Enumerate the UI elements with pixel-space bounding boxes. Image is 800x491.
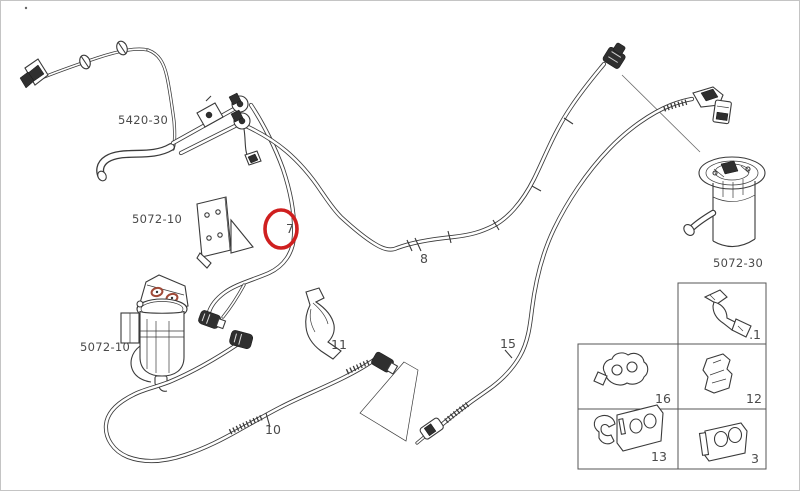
legend-label-clip-12[interactable]: 12: [746, 391, 762, 406]
frame-section-outline: [359, 361, 419, 442]
bracket-11-drawing: [305, 287, 342, 360]
part-label-fuel-filter[interactable]: 5072-10: [80, 340, 131, 354]
callout-11[interactable]: 11: [331, 337, 347, 352]
part-label-hose-assembly[interactable]: 5420-30: [118, 113, 169, 127]
clip-3-drawing: [698, 422, 748, 462]
fuel-pump-module-drawing: [683, 156, 766, 248]
legend-label-clip-3[interactable]: 3: [751, 451, 759, 466]
mounting-bracket-drawing: [196, 196, 254, 269]
clip-12-drawing: [702, 353, 733, 394]
part-label-fuel-pump[interactable]: 5072-30: [713, 256, 764, 270]
print-dot: [24, 6, 28, 10]
clip-16-drawing: [593, 352, 649, 386]
fuel-line-7-drawing: [198, 102, 297, 330]
fuel-line-15-drawing: [415, 86, 732, 445]
legend-label-clip-1[interactable]: .1: [749, 327, 761, 342]
fuel-line-8-drawing: [241, 42, 701, 252]
part-label-bracket[interactable]: 5072-10: [132, 212, 183, 226]
callout-7[interactable]: 7: [286, 221, 294, 236]
fuel-filter-drawing: [120, 274, 189, 392]
callout-10[interactable]: 10: [265, 422, 281, 437]
clip-legend-grid: [577, 282, 767, 470]
fuel-line-10-drawing: [103, 330, 399, 463]
legend-label-clip-16[interactable]: 16: [655, 391, 671, 406]
legend-label-clip-13[interactable]: 13: [651, 449, 667, 464]
selected-item-highlight: [263, 208, 299, 250]
callout-8[interactable]: 8: [420, 251, 428, 266]
hose-assembly-5420-drawing: [19, 40, 262, 182]
callout-15[interactable]: 15: [500, 336, 516, 351]
clip-1-drawing: [703, 289, 752, 338]
clip-13-drawing: [593, 404, 664, 452]
